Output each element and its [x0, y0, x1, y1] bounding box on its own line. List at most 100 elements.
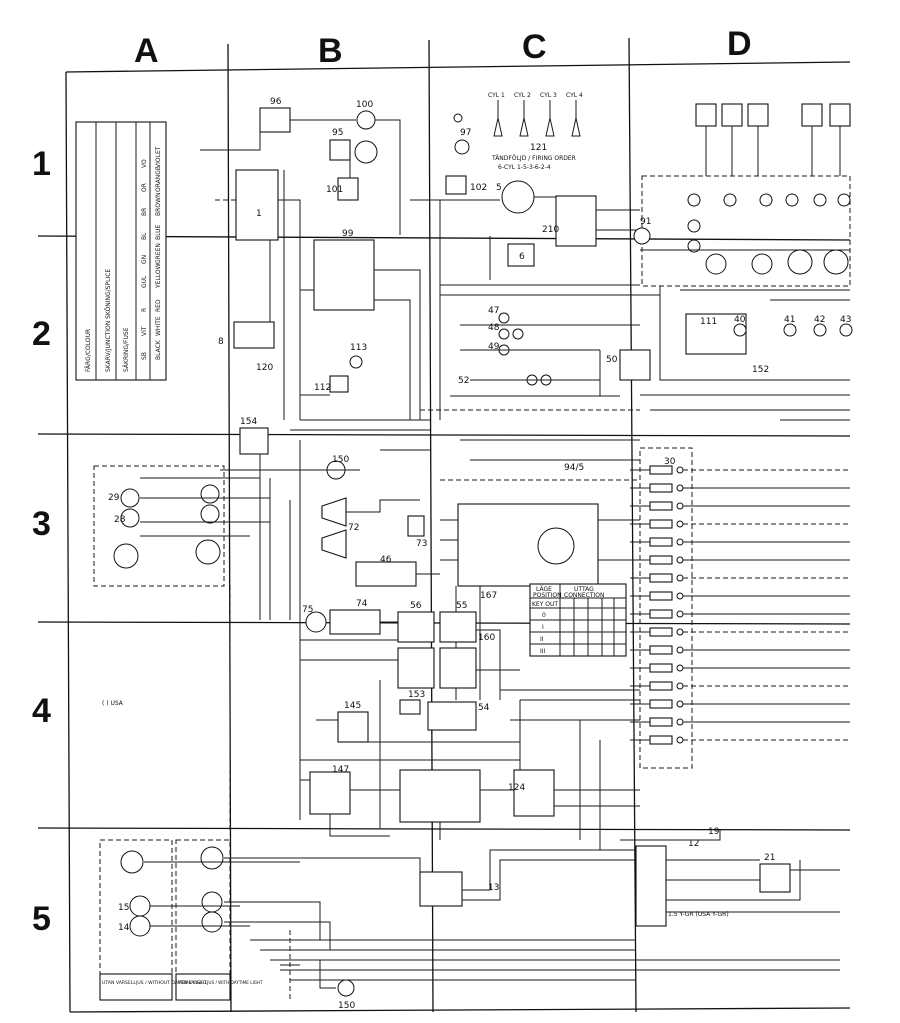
fuse-terminal: [676, 484, 684, 492]
fuse: [649, 591, 673, 601]
fuse: [649, 735, 673, 745]
legend-name-green: GREEN: [155, 243, 162, 264]
component-99: 99: [342, 229, 354, 239]
legend-name-brown: BROWN: [155, 193, 162, 216]
cyl-1-label: CYL 1: [488, 92, 505, 99]
section-d-top: 91 111 40 41 42 43 152: [633, 103, 853, 421]
spark-plugs: CYL 1 CYL 2 CYL 3 CYL 4: [488, 92, 583, 137]
component-150-bottom: 150: [338, 1001, 355, 1011]
bottom-notes: UTAN VARSELLJUS / WITHOUT DAYTIME LIGHT …: [99, 973, 263, 1001]
component-94-5: 94/5: [564, 463, 584, 473]
component-101: 101: [326, 185, 343, 195]
legend-code-gul: GUL: [141, 275, 148, 288]
component-29: 29: [108, 493, 120, 503]
fuse-terminal: [676, 736, 684, 744]
table-col2-sv: UTTAG: [574, 586, 594, 593]
fuse-terminal: [676, 718, 684, 726]
fuse-terminal: [676, 502, 684, 510]
fuse: [649, 663, 673, 673]
legend-splice-label: SKARV/JUNCTION SKÖNING/SPLICE: [105, 269, 112, 372]
component-112: 112: [314, 383, 331, 393]
fuse-terminal: [676, 664, 684, 672]
colour-legend: FÄRG/COLOUR SKARV/JUNCTION SKÖNING/SPLIC…: [75, 121, 167, 381]
legend-code-sb: SB: [141, 352, 148, 360]
component-152: 152: [752, 365, 769, 375]
component-160: 160: [478, 633, 495, 643]
component-40: 40: [734, 315, 746, 325]
component-72: 72: [348, 523, 359, 533]
component-12: 12: [688, 839, 699, 849]
legend-colour-label: FÄRG/COLOUR: [85, 329, 92, 372]
table-title-en: POSITION: [533, 592, 562, 599]
component-56: 56: [410, 601, 422, 611]
row-label-4: 4: [32, 692, 51, 730]
column-label-a: A: [134, 32, 159, 70]
component-1: 1: [256, 209, 262, 219]
component-54: 54: [478, 703, 490, 713]
component-47: 47: [488, 306, 499, 316]
legend-code-br: BR: [141, 208, 148, 216]
section-c-top: CYL 1 CYL 2 CYL 3 CYL 4 121 TÄNDFÖLJD / …: [420, 92, 660, 420]
row-label-5: 5: [32, 900, 51, 938]
legend-code-vit: VIT: [141, 326, 148, 336]
component-124: 124: [508, 783, 525, 793]
component-154: 154: [240, 417, 257, 427]
component-153: 153: [408, 690, 425, 700]
component-19: 19: [708, 827, 720, 837]
component-46: 46: [380, 555, 392, 565]
fuse-terminal: [676, 574, 684, 582]
component-13: 13: [488, 883, 499, 893]
legend-code-gn: GN: [141, 255, 148, 264]
fuse-terminal: [676, 682, 684, 690]
fuse-terminal: [676, 538, 684, 546]
fuse: [649, 483, 673, 493]
column-label-b: B: [318, 32, 343, 70]
component-5: 5: [496, 183, 502, 193]
component-28: 28: [114, 515, 126, 525]
wire-note-usa: 1.5 Y-GR (USA Y-GR): [668, 911, 729, 918]
fuse-terminal: [676, 610, 684, 618]
legend-name-blue: BLUE: [155, 224, 162, 240]
fuse-terminal: [676, 556, 684, 564]
component-8: 8: [218, 337, 224, 347]
legend-code-r: R: [141, 308, 148, 312]
row-label-3: 3: [32, 505, 51, 543]
component-147: 147: [332, 765, 349, 775]
table-title-sv: LÄGE: [536, 586, 552, 593]
component-113: 113: [350, 343, 367, 353]
fuse-rows: [630, 465, 850, 745]
fuse-terminal: [676, 466, 684, 474]
fuse-terminal: [676, 628, 684, 636]
row-label-2: 2: [32, 315, 51, 353]
component-120: 120: [256, 363, 273, 373]
component-73: 73: [416, 539, 427, 549]
section-row3-left: 29 28 154 150 72 73 46 ( ): [93, 417, 440, 830]
component-145: 145: [344, 701, 361, 711]
component-91: 91: [640, 217, 651, 227]
fuse: [649, 519, 673, 529]
section-row4-b: 75 74 56 55 160 153 54 145: [300, 599, 640, 828]
fuse: [649, 681, 673, 691]
component-52: 52: [458, 376, 469, 386]
component-41: 41: [784, 315, 795, 325]
component-95: 95: [332, 128, 343, 138]
fuse-terminal: [676, 592, 684, 600]
fuse-terminal: [676, 520, 684, 528]
table-row-i: I: [542, 624, 544, 631]
fuse: [649, 537, 673, 547]
component-74: 74: [356, 599, 368, 609]
component-210: 210: [542, 225, 559, 235]
section-row4-relays: 147 124: [300, 700, 640, 850]
legend-name-orange: ORANGE: [155, 166, 162, 192]
component-14: 14: [118, 923, 130, 933]
component-6: 6: [519, 252, 525, 262]
switch-position-table: LÄGE POSITION UTTAG CONNECTION KEY OUT 0…: [529, 583, 627, 657]
column-label-d: D: [727, 25, 752, 63]
component-21: 21: [764, 853, 775, 863]
note-with-daytime-light: MED VARSELLJUS / WITH DAYTIME LIGHT: [178, 980, 263, 985]
legend-name-violet: VIOLET: [155, 146, 162, 168]
section-row5: 15 14 150 13 12 19 21 1.5 Y-GR (USA Y-GR…: [99, 827, 840, 1011]
legend-code-or: OR: [141, 183, 148, 192]
component-97: 97: [460, 128, 471, 138]
legend-name-white: WHITE: [155, 316, 162, 336]
